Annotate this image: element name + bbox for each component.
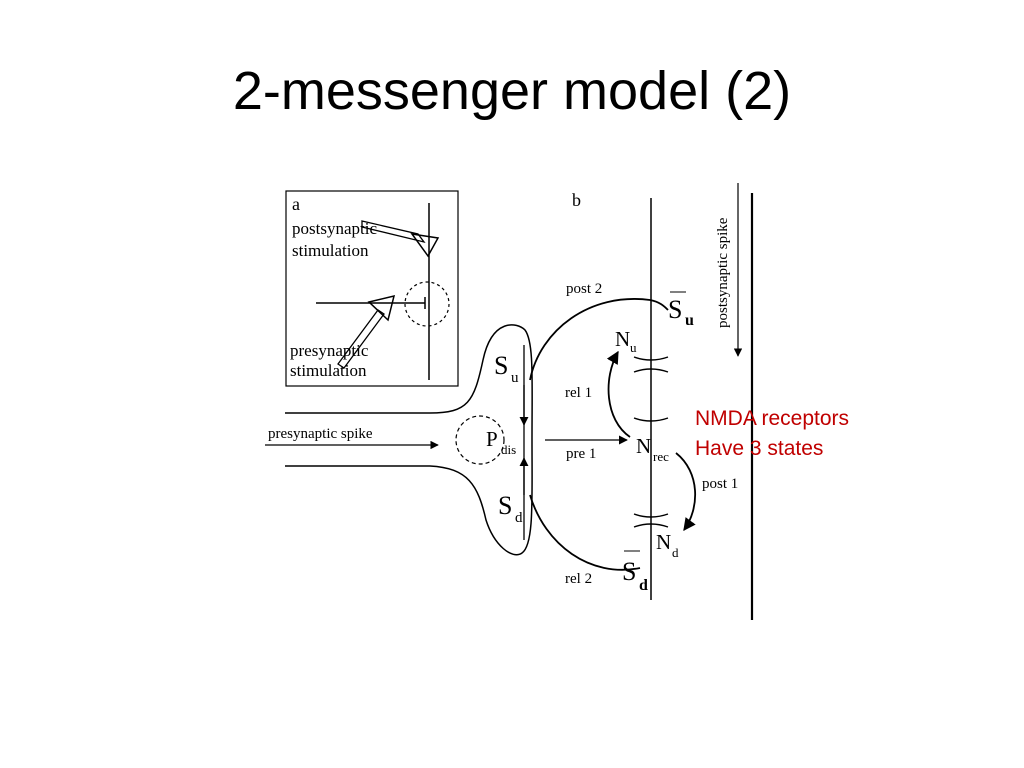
panel-a-post-label-2: stimulation (292, 241, 369, 260)
nrec-sub: rec (653, 449, 669, 464)
pdis-sub: dis (501, 442, 516, 457)
nu-symbol: N u (615, 327, 637, 355)
pre1-label: pre 1 (566, 446, 596, 462)
pdis-main: P (486, 427, 498, 451)
su-symbol: S u (494, 351, 519, 386)
sd-symbol: S d (498, 491, 523, 526)
panel-b-label: b (572, 190, 581, 210)
sd-bar-symbol: S d (622, 550, 648, 594)
nrec-symbol: N rec (636, 434, 669, 464)
panel-a-label: a (292, 194, 300, 214)
annotation-line-1: NMDA receptors (695, 407, 850, 430)
sd-bar-sub: d (639, 577, 648, 594)
presynaptic-terminal (285, 324, 533, 556)
channel-bracket-upper-b (633, 368, 669, 373)
su-bar-main: S (668, 295, 682, 324)
channel-bracket-mid-a (633, 417, 669, 422)
su-bar-sub: u (685, 312, 694, 329)
su-bar-symbol: S u (668, 291, 694, 329)
annotation-line-2: Have 3 states (695, 437, 824, 460)
rel1-arrow (606, 350, 631, 438)
panel-a-pre-label-1: presynaptic (290, 341, 369, 360)
panel-a-post-electrode-tip (410, 232, 440, 258)
panel-a-frame (285, 190, 459, 387)
post1-arrow (675, 452, 696, 532)
slide-title: 2-messenger model (2) (232, 61, 792, 121)
su-main: S (494, 351, 508, 380)
channel-bracket-lower-a (633, 513, 669, 518)
panel-a-pre-label-2: stimulation (290, 361, 367, 380)
nd-main: N (656, 530, 671, 554)
nrec-main: N (636, 434, 651, 458)
rel1-label: rel 1 (565, 385, 592, 401)
panel-a-pre-electrode-tip (367, 294, 396, 322)
panel-a: a postsynaptic stimulation presynaptic s… (285, 190, 459, 387)
su-sub: u (511, 370, 519, 386)
nu-sub: u (630, 340, 637, 355)
panel-a-pre-electrode (337, 309, 385, 369)
nd-sub: d (672, 545, 679, 560)
nd-symbol: N d (656, 530, 679, 560)
rel2-arc (529, 494, 641, 571)
panel-a-post-electrode (361, 220, 426, 244)
post1-label: post 1 (702, 476, 738, 492)
channel-bracket-lower-b (633, 523, 669, 528)
sd-bar-main: S (622, 557, 636, 586)
post2-arc (529, 298, 669, 381)
post2-label: post 2 (566, 281, 602, 297)
sd-main: S (498, 491, 512, 520)
rel2-label: rel 2 (565, 571, 592, 587)
postsynaptic-spike-label: postsynaptic spike (715, 217, 731, 328)
pdis-symbol: P dis (486, 427, 516, 457)
panel-a-post-label-1: postsynaptic (292, 219, 377, 238)
channel-bracket-upper-a (633, 356, 669, 361)
sd-sub: d (515, 510, 523, 526)
panel-a-synapse-circle (404, 281, 450, 327)
nmda-annotation: NMDA receptors Have 3 states (695, 404, 849, 464)
presynaptic-spike-label: presynaptic spike (268, 426, 373, 442)
nu-main: N (615, 327, 630, 351)
pdis-vesicle (455, 415, 505, 465)
panel-b: b postsynaptic spike presynaptic spike (265, 183, 754, 620)
